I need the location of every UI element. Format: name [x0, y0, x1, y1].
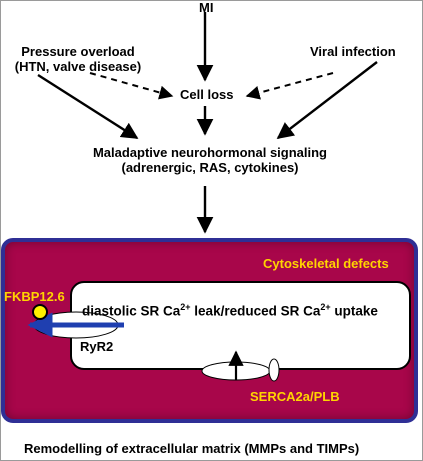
- sr-sup-a: 2+: [180, 302, 191, 312]
- fkbp-circle: [32, 304, 48, 320]
- plb-element: [268, 358, 280, 382]
- dashed-arrow-viral-to-cell-loss: [245, 72, 334, 100]
- sr-text-b: leak/reduced SR Ca: [190, 303, 321, 319]
- cell-loss-label: Cell loss: [180, 87, 234, 102]
- dashed-arrow-pressure-to-cell-loss: [89, 72, 174, 100]
- pressure-overload-line2: (HTN, valve disease): [14, 59, 142, 74]
- serca-plb-label: SERCA2a/PLB: [250, 389, 340, 404]
- pressure-overload-line1: Pressure overload: [21, 44, 135, 59]
- sr-ca-leak-label: diastolic SR Ca2+ leak/reduced SR Ca2+ u…: [82, 300, 378, 319]
- signaling-line1: Maladaptive neurohormonal signaling: [92, 145, 328, 160]
- cytoskeletal-defects-label: Cytoskeletal defects: [263, 256, 389, 271]
- sr-sup-b: 2+: [320, 302, 331, 312]
- sr-text-c: uptake: [330, 303, 378, 319]
- arrow-viral-to-signaling: [276, 61, 378, 140]
- ryr2-label: RyR2: [80, 339, 114, 354]
- signaling-line2: (adrenergic, RAS, cytokines): [121, 160, 299, 175]
- pressure-overload-label: Pressure overload (HTN, valve disease): [2, 44, 154, 74]
- viral-infection-label: Viral infection: [310, 44, 396, 59]
- neurohormonal-signaling-label: Maladaptive neurohormonal signaling (adr…: [40, 145, 380, 175]
- mi-label: MI: [199, 0, 214, 15]
- fkbp-label: FKBP12.6: [4, 289, 65, 304]
- sr-text-a: diastolic SR Ca: [82, 303, 181, 319]
- remodelling-label: Remodelling of extracellular matrix (MMP…: [24, 441, 360, 456]
- arrow-pressure-to-signaling: [37, 73, 139, 140]
